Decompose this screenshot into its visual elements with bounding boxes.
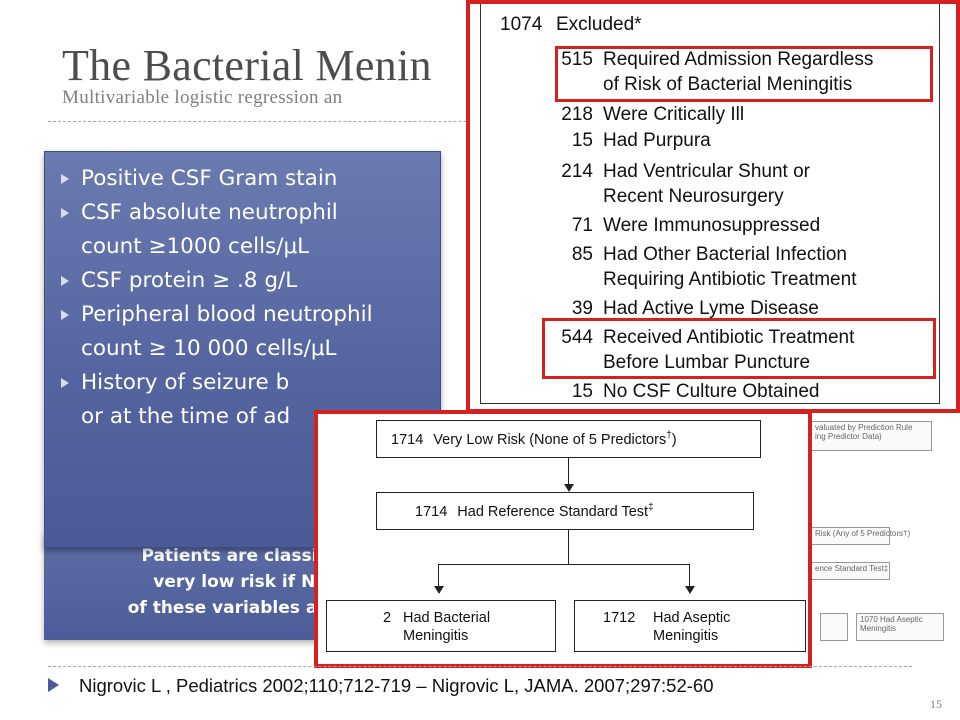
highlight-box bbox=[555, 46, 933, 102]
flow-box-very-low-risk: 1714 Very Low Risk (None of 5 Predictors… bbox=[376, 420, 761, 458]
flow-label: Had Aseptic bbox=[653, 610, 731, 626]
excluded-reason: Had Ventricular Shunt or bbox=[603, 161, 811, 182]
criteria-item: Positive CSF Gram stain bbox=[59, 162, 439, 196]
excluded-count: 515 bbox=[561, 49, 593, 70]
criteria-text: count ≥1000 cells/μL bbox=[81, 234, 310, 259]
excluded-reason: Received Antibiotic Treatment bbox=[603, 327, 855, 348]
flow-label: Had Bacterial bbox=[403, 610, 491, 626]
slide-number: 15 bbox=[930, 697, 942, 711]
criteria-text: History of seizure b bbox=[81, 370, 290, 395]
bullet-icon bbox=[61, 276, 69, 286]
faded-text: ing Predictor Data) bbox=[815, 432, 882, 441]
criteria-item: History of seizure b or at the time of a… bbox=[59, 366, 439, 434]
criteria-text: CSF absolute neutrophil bbox=[81, 200, 338, 225]
bullet-icon bbox=[61, 174, 69, 184]
note-line: Patients are classifie bbox=[141, 546, 342, 566]
note-line: of these variables are p bbox=[127, 598, 356, 618]
connector-line bbox=[568, 530, 569, 564]
excluded-reason: Had Purpura bbox=[603, 130, 711, 151]
flow-label: Very Low Risk (None of 5 Predictors bbox=[433, 431, 667, 448]
bullet-icon bbox=[61, 378, 69, 388]
flow-count: 1714 bbox=[415, 503, 448, 520]
excluded-reason: Were Critically Ill bbox=[603, 104, 745, 125]
excluded-reason: Had Other Bacterial Infection bbox=[603, 244, 847, 265]
slide-subtitle: Multivariable logistic regression an bbox=[62, 87, 343, 108]
flowchart-panel: 1714 Very Low Risk (None of 5 Predictors… bbox=[314, 410, 812, 668]
faded-box bbox=[820, 613, 848, 641]
excluded-header-num: 1074 bbox=[500, 14, 543, 35]
flow-label: Meningitis bbox=[403, 628, 469, 644]
flow-count: 1712 bbox=[603, 610, 636, 626]
faded-text: 1070 Had Aseptic bbox=[860, 615, 923, 624]
criteria-text: CSF protein ≥ .8 g/L bbox=[81, 268, 298, 293]
excluded-count: 39 bbox=[571, 298, 593, 319]
footer-divider bbox=[48, 666, 912, 667]
flow-superscript: † bbox=[666, 430, 672, 441]
bullet-icon bbox=[48, 678, 59, 692]
faded-box: Risk (Any of 5 Predictors†) bbox=[812, 527, 910, 545]
flow-count: 2 bbox=[383, 610, 392, 626]
criteria-item: Peripheral blood neutrophil count ≥ 10 0… bbox=[59, 298, 439, 366]
flow-box-reference-test: 1714 Had Reference Standard Test‡ bbox=[376, 492, 754, 530]
faded-box: ence Standard Test‡ bbox=[812, 562, 890, 580]
highlight-box bbox=[542, 318, 936, 379]
faded-text: valuated by Prediction Rule bbox=[815, 423, 913, 432]
criteria-text: Peripheral blood neutrophil bbox=[81, 302, 373, 327]
excluded-reason: of Risk of Bacterial Meningitis bbox=[603, 74, 853, 95]
faded-box: 1070 Had Aseptic Meningitis bbox=[856, 613, 944, 641]
excluded-count: 15 bbox=[571, 130, 593, 151]
flow-label: Had Reference Standard Test bbox=[457, 503, 649, 520]
excluded-header-label: Excluded* bbox=[556, 14, 642, 35]
connector-line bbox=[438, 564, 690, 565]
excluded-reason: No CSF Culture Obtained bbox=[603, 381, 820, 402]
connector-line bbox=[438, 564, 439, 588]
excluded-count: 544 bbox=[561, 327, 593, 348]
excluded-reason: Requiring Antibiotic Treatment bbox=[603, 269, 857, 290]
faded-flowchart: valuated by Prediction Rule ing Predicto… bbox=[812, 413, 960, 648]
criteria-text: count ≥ 10 000 cells/μL bbox=[81, 336, 337, 361]
excluded-count: 214 bbox=[561, 161, 593, 182]
arrow-down-icon bbox=[685, 586, 695, 594]
excluded-reason: Recent Neurosurgery bbox=[603, 186, 784, 207]
flow-label: Meningitis bbox=[653, 628, 719, 644]
flow-box-bacterial: 2 Had Bacterial Meningitis bbox=[326, 600, 556, 652]
criteria-list: Positive CSF Gram stain CSF absolute neu… bbox=[59, 162, 439, 434]
flow-close: ) bbox=[671, 431, 677, 448]
excluded-panel: 1074 Excluded* 515 Required Admission Re… bbox=[466, 0, 960, 413]
flow-superscript: ‡ bbox=[648, 502, 654, 513]
arrow-down-icon bbox=[564, 484, 574, 492]
excluded-reason: Had Active Lyme Disease bbox=[603, 298, 819, 319]
flow-count: 1714 bbox=[391, 431, 424, 448]
excluded-reason: Before Lumbar Puncture bbox=[603, 352, 811, 373]
excluded-count: 218 bbox=[561, 104, 593, 125]
arrow-down-icon bbox=[434, 586, 444, 594]
excluded-count: 71 bbox=[571, 215, 593, 236]
criteria-item: CSF protein ≥ .8 g/L bbox=[59, 264, 439, 298]
excluded-frame bbox=[480, 4, 940, 404]
citation: Nigrovic L , Pediatrics 2002;110;712-719… bbox=[79, 675, 714, 696]
excluded-count: 15 bbox=[571, 381, 593, 402]
faded-text: Meningitis bbox=[860, 624, 897, 633]
connector-line bbox=[689, 564, 690, 588]
excluded-count: 85 bbox=[571, 244, 593, 265]
note-line: very low risk if NO bbox=[153, 572, 330, 592]
slide-title: The Bacterial Menin bbox=[62, 41, 432, 90]
criteria-text: Positive CSF Gram stain bbox=[81, 166, 338, 191]
bullet-icon bbox=[61, 310, 69, 320]
excluded-reason: Required Admission Regardless bbox=[603, 49, 874, 70]
faded-box: valuated by Prediction Rule ing Predicto… bbox=[812, 421, 932, 451]
criteria-text: or at the time of ad bbox=[81, 404, 291, 429]
faded-text: ence Standard Test‡ bbox=[815, 564, 889, 573]
bullet-icon bbox=[61, 208, 69, 218]
connector-line bbox=[568, 458, 569, 488]
excluded-reason: Were Immunosuppressed bbox=[603, 215, 821, 236]
flow-box-aseptic: 1712 Had Aseptic Meningitis bbox=[574, 600, 806, 652]
faded-text: Risk (Any of 5 Predictors†) bbox=[815, 529, 911, 538]
criteria-item: CSF absolute neutrophil count ≥1000 cell… bbox=[59, 196, 439, 264]
